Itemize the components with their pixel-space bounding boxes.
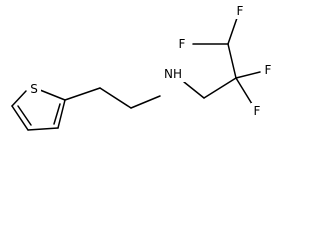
bond-c3-c4 (27, 127, 59, 131)
fluorine-top-left-bg (176, 36, 188, 52)
amine-atom-label: NH (164, 67, 182, 81)
bond-s-c2 (39, 89, 66, 101)
fluorinated-tail (192, 17, 261, 105)
bond-cf2-f-right (235, 71, 261, 79)
bond-c4-c5 (11, 105, 29, 131)
bond-cf2-f-bottom (235, 77, 253, 105)
bond-c2-ch2a (64, 87, 101, 101)
fluorine-mid-bg (262, 62, 274, 78)
bond-c5-s (11, 90, 27, 107)
ethyl-linker (64, 81, 205, 109)
bond-c2-c3 (57, 99, 66, 129)
bond-c4-c5-inner (17, 105, 32, 126)
fluorine-bottom-bg (251, 103, 263, 119)
bond-cf2-chf2 (227, 43, 237, 79)
fluorine-top-left-label: F (179, 37, 186, 51)
molecule-structure: S NH F F F F (11, 3, 274, 131)
bond-ch2b-n (130, 95, 161, 109)
amine-label-bg (160, 66, 186, 82)
bond-n-ch2c (183, 81, 205, 99)
bond-ch2c-cf2 (203, 77, 237, 99)
fluorine-top-right-label: F (237, 4, 244, 18)
thiophene-ring (11, 89, 66, 131)
fluorine-mid-label: F (265, 63, 272, 77)
bond-chf2-f-top (227, 17, 238, 45)
fluorine-top-right-bg (234, 3, 246, 19)
fluorine-bottom-label: F (254, 104, 261, 118)
bond-ch2a-ch2b (99, 87, 132, 109)
bond-c2-c3-inner (53, 103, 61, 125)
sulfur-label-bg (27, 81, 41, 97)
sulfur-atom-label: S (30, 82, 38, 96)
